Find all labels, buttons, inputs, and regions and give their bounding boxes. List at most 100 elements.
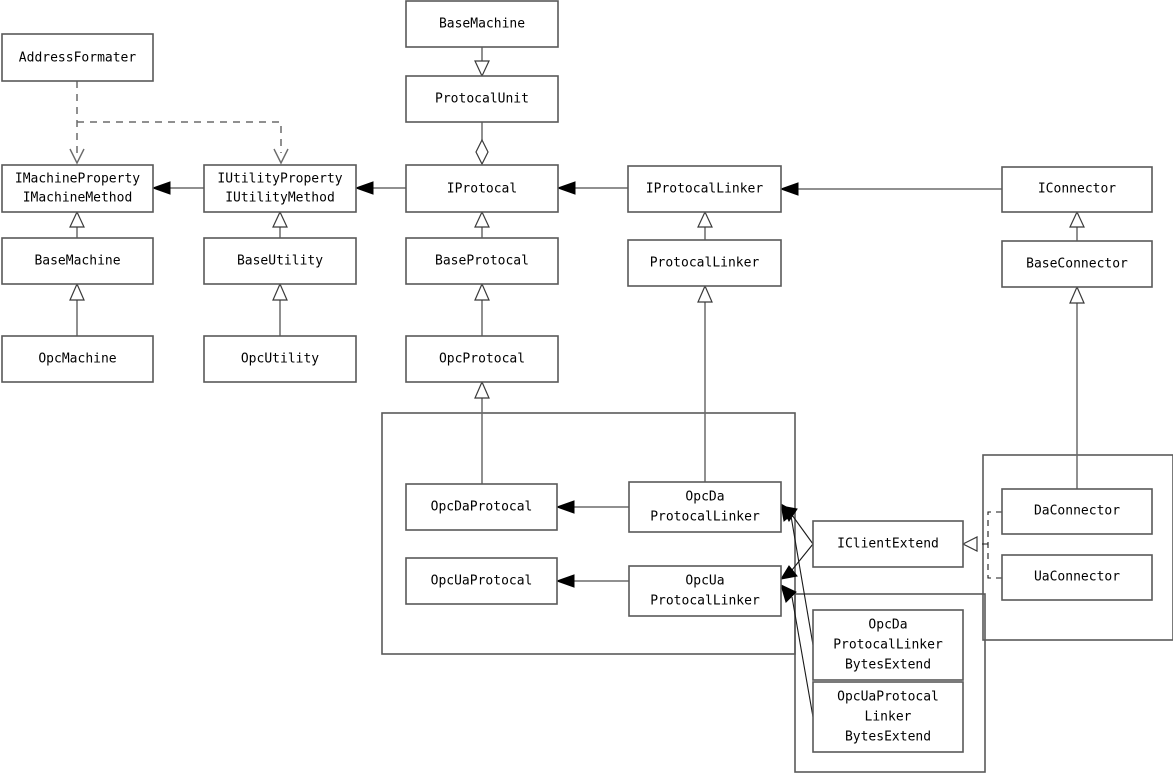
node-iclient-extend[interactable]: IClientExtend	[812, 520, 964, 568]
node-opc-ua-protocal-box[interactable]	[405, 557, 558, 605]
node-opc-da-protocal-linker[interactable]: OpcDa ProtocalLinker	[628, 481, 782, 533]
group-containers	[381, 412, 1173, 773]
node-opc-machine-box[interactable]	[1, 335, 154, 383]
node-iprotocal[interactable]: IProtocal	[405, 164, 559, 213]
node-iprotocal-linker-label: IProtocalLinker	[646, 182, 764, 197]
node-iconnector[interactable]: IConnector	[1001, 166, 1153, 213]
edge-dabytesextend-opcdalinker-line	[790, 515, 814, 646]
node-opc-machine[interactable]: OpcMachine	[1, 335, 154, 383]
node-iprotocal-label: IProtocal	[447, 182, 517, 197]
node-ua-connector[interactable]: UaConnector	[1001, 554, 1153, 601]
node-opc-da-protocal-linker-bytes-extend-label-1: OpcDa	[868, 618, 907, 633]
group-bytes-extends	[794, 593, 986, 773]
node-protocal-linker-box[interactable]	[627, 239, 782, 287]
node-ua-connector-label: UaConnector	[1034, 570, 1120, 585]
node-opc-da-protocal-label: OpcDaProtocal	[431, 500, 533, 515]
edge-daconnector-baseconnector-arrowhead	[1069, 285, 1085, 304]
node-base-connector[interactable]: BaseConnector	[1001, 240, 1153, 288]
edge-baseprotocal-iprotocal-arrowhead	[474, 210, 490, 228]
edge-baseconnector-iconnector-arrowhead	[1069, 210, 1085, 228]
node-opc-ua-protocal-linker-label-1: OpcUa	[685, 574, 724, 589]
edge-iclientextend-opcdalinker-line	[791, 514, 814, 545]
edge-opcdaprotocal-opcprotocal-arrowhead	[474, 380, 490, 399]
node-base-utility[interactable]: BaseUtility	[203, 237, 357, 285]
edge-opcutility-baseutility-arrowhead	[272, 282, 288, 301]
node-opc-da-protocal-box[interactable]	[405, 483, 558, 531]
node-base-machine-top-box[interactable]	[405, 0, 559, 48]
node-imachine-property[interactable]: IMachineProperty IMachineMethod	[1, 164, 154, 213]
node-base-machine-label: BaseMachine	[34, 254, 120, 269]
node-protocal-unit[interactable]: ProtocalUnit	[405, 75, 559, 123]
node-iprotocal-linker-box[interactable]	[627, 165, 782, 213]
node-opc-da-protocal-linker-bytes-extend-box[interactable]	[812, 609, 964, 681]
edge-iprotocal-iutilityproperty-arrowhead	[354, 181, 374, 195]
node-ua-connector-box[interactable]	[1001, 554, 1153, 601]
node-address-formater-label: AddressFormater	[19, 51, 137, 66]
node-opc-protocal-box[interactable]	[405, 335, 559, 383]
node-opc-protocal-label: OpcProtocal	[439, 352, 525, 367]
node-base-utility-box[interactable]	[203, 237, 357, 285]
node-opc-machine-label: OpcMachine	[38, 352, 116, 367]
group-connectors	[982, 454, 1173, 641]
node-protocal-linker-label: ProtocalLinker	[650, 256, 760, 271]
node-base-connector-box[interactable]	[1001, 240, 1153, 288]
edge-addressformater-imachineproperty-arrowhead	[69, 148, 85, 165]
node-base-machine-box[interactable]	[1, 237, 154, 285]
node-opc-ua-protocal-linker-bytes-extend-label-1: OpcUaProtocal	[837, 690, 939, 705]
node-opc-da-protocal-linker-bytes-extend-label-2: ProtocalLinker	[833, 638, 943, 653]
node-da-connector-box[interactable]	[1001, 488, 1153, 535]
node-da-connector-label: DaConnector	[1034, 504, 1120, 519]
node-opc-utility[interactable]: OpcUtility	[203, 335, 357, 383]
node-address-formater-box[interactable]	[1, 33, 154, 82]
edge-opcprotocal-baseprotocal-arrowhead	[474, 282, 490, 301]
node-opc-ua-protocal[interactable]: OpcUaProtocal	[405, 557, 558, 605]
edge-addressformater-iutilityproperty-arrowhead	[273, 148, 289, 165]
node-base-machine-top-label: BaseMachine	[439, 17, 525, 32]
edge-uabytesextend-opcualinker-line	[791, 596, 814, 718]
node-iprotocal-linker[interactable]: IProtocalLinker	[627, 165, 782, 213]
edge-basemachine-protocalunit-arrowhead	[474, 60, 490, 78]
node-base-machine[interactable]: BaseMachine	[1, 237, 154, 285]
node-iclient-extend-box[interactable]	[812, 520, 964, 568]
nodes-layer: AddressFormater BaseMachine ProtocalUnit…	[1, 0, 1153, 753]
node-base-machine-top[interactable]: BaseMachine	[405, 0, 559, 48]
edge-daconnector-iclientextend-line	[987, 511, 1002, 544]
node-opc-da-protocal-linker-bytes-extend[interactable]: OpcDa ProtocalLinker BytesExtend	[812, 609, 964, 681]
node-opc-da-protocal-linker-bytes-extend-label-3: BytesExtend	[845, 658, 931, 673]
node-base-protocal-label: BaseProtocal	[435, 254, 529, 269]
node-iclient-extend-label: IClientExtend	[837, 537, 939, 552]
node-base-protocal-box[interactable]	[405, 237, 559, 285]
node-iutility-property[interactable]: IUtilityProperty IUtilityMethod	[203, 164, 357, 213]
node-opc-ua-protocal-linker-bytes-extend[interactable]: OpcUaProtocal Linker BytesExtend	[812, 681, 964, 753]
node-iprotocal-box[interactable]	[405, 164, 559, 213]
node-imachine-property-box[interactable]	[1, 164, 154, 213]
node-opc-ua-protocal-linker-bytes-extend-box[interactable]	[812, 681, 964, 753]
node-opc-da-protocal-linker-label-1: OpcDa	[685, 490, 724, 505]
node-da-connector[interactable]: DaConnector	[1001, 488, 1153, 535]
node-base-utility-label: BaseUtility	[237, 254, 323, 269]
edge-iconnector-iprotocallinker-arrowhead	[779, 182, 799, 196]
node-protocal-linker[interactable]: ProtocalLinker	[627, 239, 782, 287]
node-iconnector-box[interactable]	[1001, 166, 1153, 213]
edge-protocalunit-iprotocal-diamond	[475, 138, 489, 166]
node-opc-da-protocal[interactable]: OpcDaProtocal	[405, 483, 558, 531]
edge-iutilityproperty-imachineproperty-arrowhead	[151, 181, 171, 195]
node-opc-ua-protocal-linker-box[interactable]	[628, 565, 782, 617]
node-protocal-unit-box[interactable]	[405, 75, 559, 123]
node-opc-utility-box[interactable]	[203, 335, 357, 383]
node-opc-protocal[interactable]: OpcProtocal	[405, 335, 559, 383]
edge-iclientextend-opcualinker-arrowhead	[779, 565, 798, 580]
node-base-connector-label: BaseConnector	[1026, 257, 1128, 272]
node-iutility-property-label-1: IUtilityProperty	[217, 172, 342, 187]
edge-opcualinker-opcuaprotocal-arrowhead	[555, 574, 575, 588]
node-opc-da-protocal-linker-box[interactable]	[628, 481, 782, 533]
node-opc-utility-label: OpcUtility	[241, 352, 319, 367]
node-base-protocal[interactable]: BaseProtocal	[405, 237, 559, 285]
node-imachine-property-label-2: IMachineMethod	[23, 191, 133, 206]
node-opc-ua-protocal-linker-bytes-extend-label-3: BytesExtend	[845, 730, 931, 745]
edge-opcdalinker-protocallinker-arrowhead	[697, 284, 713, 303]
node-address-formater[interactable]: AddressFormater	[1, 33, 154, 82]
node-iutility-property-box[interactable]	[203, 164, 357, 213]
node-opc-ua-protocal-linker[interactable]: OpcUa ProtocalLinker	[628, 565, 782, 617]
